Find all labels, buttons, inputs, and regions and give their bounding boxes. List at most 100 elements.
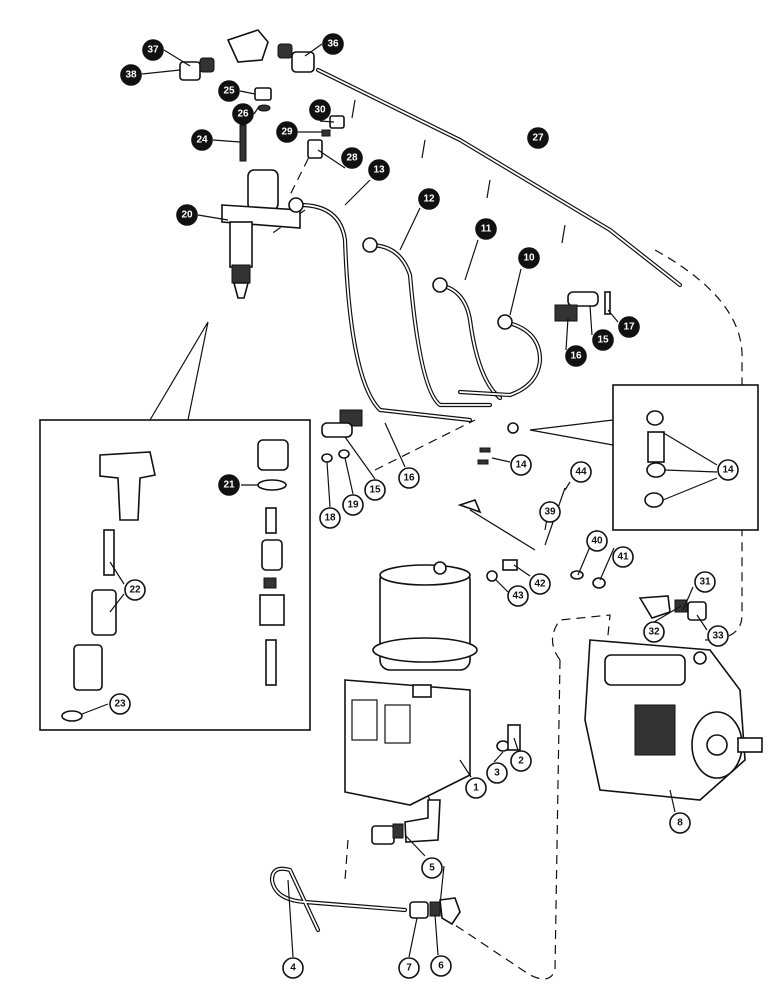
callout-circle [465,777,487,799]
callout-27: 27 [527,127,549,149]
callout-10: 10 [518,247,540,269]
callout-number: 17 [623,322,635,333]
callout-circle [612,546,634,568]
callout-circle [120,64,142,86]
callout-circle [421,857,443,879]
callout-circle [510,750,532,772]
callout-number: 18 [324,513,336,524]
callout-circle [586,530,608,552]
callout-number: 16 [403,473,415,484]
callout-3: 3 [486,762,508,784]
callout-number: 24 [196,135,208,146]
callout-number: 8 [677,818,683,829]
callout-12: 12 [418,188,440,210]
callout-circle [368,159,390,181]
callout-circle [109,693,131,715]
callout-number: 28 [346,153,358,164]
callout-number: 43 [512,591,524,602]
callout-circle [507,585,529,607]
callout-circle [618,316,640,338]
callout-circle [176,204,198,226]
callout-11: 11 [475,218,497,240]
callout-number: 11 [481,224,492,235]
callout-circle [398,467,420,489]
callout-number: 12 [423,194,435,205]
callout-circle [276,121,298,143]
callout-2: 2 [510,750,532,772]
callout-37: 37 [142,39,164,61]
callout-number: 33 [712,631,724,642]
callout-number: 20 [181,210,193,221]
clamp-lower [321,409,491,465]
callout-circle [398,957,420,979]
injector-20 [221,169,301,299]
callout-circle [529,573,551,595]
callout-40: 40 [586,530,608,552]
callout-circle [475,218,497,240]
callout-18: 18 [319,507,341,529]
return-pipe-27 [315,67,683,288]
callout-circle [570,461,592,483]
callout-44: 44 [570,461,592,483]
callout-number: 1 [473,783,479,794]
callout-43: 43 [507,585,529,607]
callout-number: 40 [591,536,603,547]
callout-circle [510,454,532,476]
callout-number: 44 [575,467,587,478]
callout-22: 22 [124,579,146,601]
callout-number: 7 [406,963,412,974]
callout-42: 42 [529,573,551,595]
callout-circle [232,103,254,125]
callout-number: 29 [281,127,293,138]
callout-38: 38 [120,64,142,86]
callout-circle [342,494,364,516]
fuel-filter-1 [344,561,521,806]
callout-circle [643,621,665,643]
callout-21: 21 [218,474,240,496]
callout-6: 6 [430,955,452,977]
callout-41: 41 [612,546,634,568]
clamp-upper [554,291,611,322]
callout-circle [694,571,716,593]
callout-circle [518,247,540,269]
callout-24: 24 [191,129,213,151]
callout-number: 22 [129,585,141,596]
callout-1: 1 [465,777,487,799]
callout-circle [430,955,452,977]
callout-number: 14 [515,460,527,471]
callout-4: 4 [282,957,304,979]
callout-circle [669,812,691,834]
callout-number: 36 [327,39,339,50]
callout-23: 23 [109,693,131,715]
callout-33: 33 [707,625,729,647]
callout-circle [309,99,331,121]
callout-circle [486,762,508,784]
callout-number: 6 [438,961,444,972]
callout-circle [319,507,341,529]
callout-circle [592,329,614,351]
callout-circle [717,459,739,481]
fittings-and-line [269,799,461,933]
callout-7: 7 [398,957,420,979]
top-fittings [179,29,315,81]
callout-13: 13 [368,159,390,181]
detail-box-14 [529,384,759,531]
callout-number: 19 [347,500,359,511]
callout-5: 5 [421,857,443,879]
callout-circle [282,957,304,979]
callout-circle [341,147,363,169]
callout-circle [418,188,440,210]
callout-36: 36 [322,33,344,55]
callout-number: 10 [523,253,535,264]
callout-number: 5 [429,863,435,874]
callout-14: 14 [717,459,739,481]
callout-number: 30 [314,105,326,116]
callout-number: 4 [290,963,296,974]
callout-15: 15 [592,329,614,351]
callout-number: 14 [722,465,734,476]
callout-circle [364,479,386,501]
callout-number: 15 [597,335,609,346]
callout-20: 20 [176,204,198,226]
callout-number: 15 [369,485,381,496]
callout-number: 31 [699,577,711,588]
